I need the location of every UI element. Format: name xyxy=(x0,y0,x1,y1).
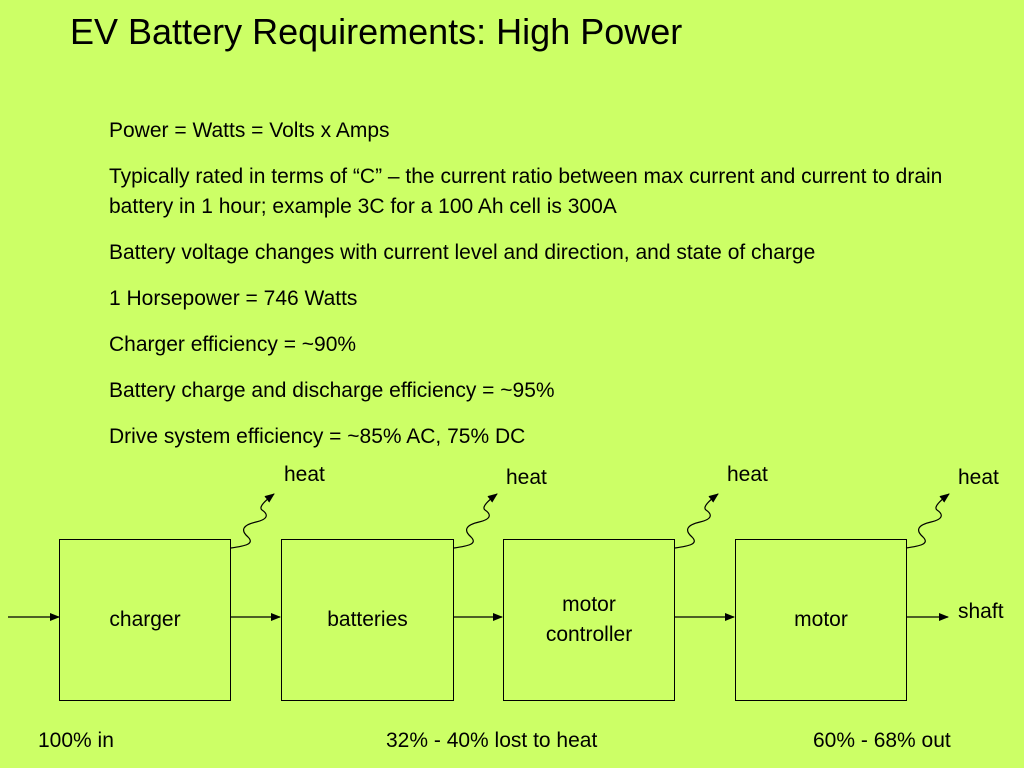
motor-box: motor xyxy=(735,539,907,701)
heat-arrow-controller xyxy=(674,493,719,549)
input-percent: 100% in xyxy=(38,729,114,752)
heat-label-controller: heat xyxy=(727,463,768,486)
heat-arrow-motor xyxy=(905,493,950,549)
bullet-c-rating: Typically rated in terms of “C” – the cu… xyxy=(109,165,943,218)
charger-box: charger xyxy=(59,539,231,701)
heat-loss-percent: 32% - 40% lost to heat xyxy=(386,729,598,752)
output-percent: 60% - 68% out xyxy=(813,729,951,752)
bullet-charger-efficiency: Charger efficiency = ~90% xyxy=(109,333,357,356)
bullet-list: Power = Watts = Volts x Amps Typically r… xyxy=(109,116,989,468)
motor-label: motor xyxy=(794,608,848,631)
heat-label-batteries: heat xyxy=(506,466,547,489)
motor-controller-label: motor controller xyxy=(546,590,632,650)
bullet-battery-efficiency: Battery charge and discharge efficiency … xyxy=(109,379,555,402)
heat-arrow-charger xyxy=(230,493,275,549)
bullet-horsepower: 1 Horsepower = 746 Watts xyxy=(109,287,358,310)
batteries-label: batteries xyxy=(327,608,408,631)
heat-label-motor: heat xyxy=(958,466,999,489)
bullet-voltage-change: Battery voltage changes with current lev… xyxy=(109,241,816,264)
bullet-power-formula: Power = Watts = Volts x Amps xyxy=(109,119,390,142)
heat-label-charger: heat xyxy=(284,463,325,486)
motor-controller-label-line2: controller xyxy=(545,623,633,646)
motor-controller-label-line1: motor xyxy=(562,593,616,616)
motor-controller-box: motor controller xyxy=(503,539,675,701)
slide-title: EV Battery Requirements: High Power xyxy=(70,11,683,52)
heat-arrow-batteries xyxy=(453,493,498,549)
charger-label: charger xyxy=(109,608,181,631)
shaft-label: shaft xyxy=(958,600,1004,623)
bullet-drive-efficiency: Drive system efficiency = ~85% AC, 75% D… xyxy=(109,425,526,448)
batteries-box: batteries xyxy=(281,539,454,701)
